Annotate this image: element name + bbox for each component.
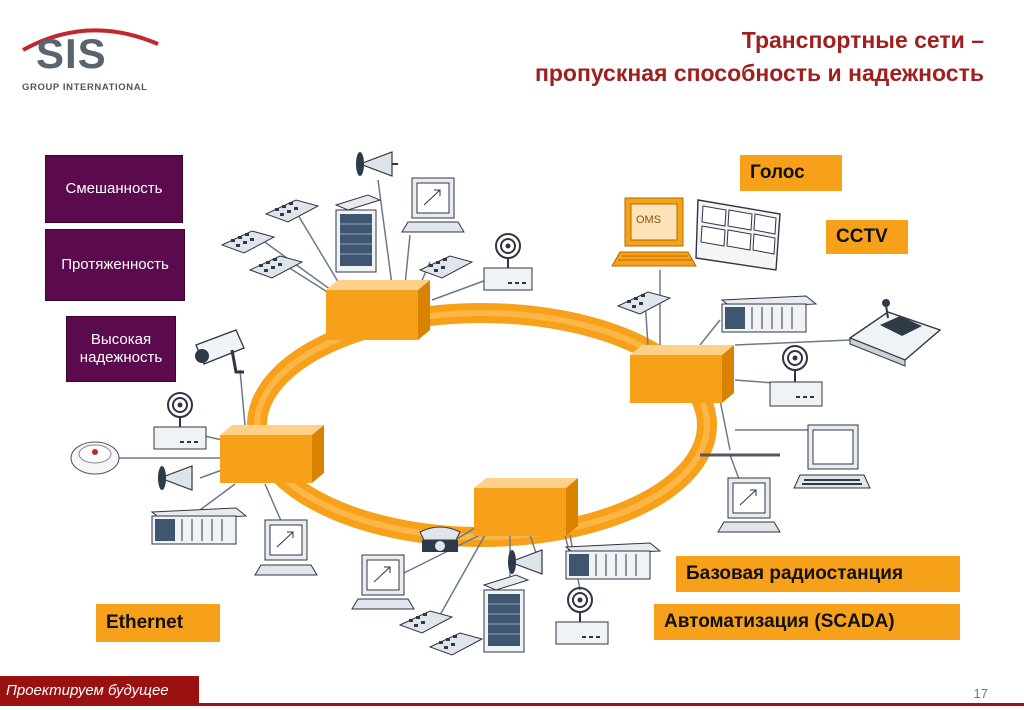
ring-node-left <box>220 425 324 483</box>
radio-station-icon <box>153 392 207 450</box>
label-cctv: CCTV <box>826 220 908 254</box>
label-scada: Автоматизация (SCADA) <box>654 604 960 640</box>
smoke-detector-icon <box>70 441 120 475</box>
server-tower-icon <box>334 194 382 273</box>
keypad-phone-icon <box>428 632 484 656</box>
cctv-camera-icon <box>195 329 245 374</box>
title-line-1: Транспортные сети – <box>741 27 984 53</box>
computer-terminal-icon <box>717 477 781 533</box>
logo-arc <box>22 28 159 52</box>
footer-tagline: Проектируем будущее <box>0 676 199 704</box>
page-number: 17 <box>973 686 988 701</box>
feature-box-mixed: Смешанность <box>45 155 183 223</box>
label-voice: Голос <box>740 155 842 191</box>
server-tower-icon <box>482 574 530 653</box>
ring-node-bottom <box>474 478 578 536</box>
radio-station-icon <box>555 587 609 645</box>
keypad-phone-icon <box>616 291 672 315</box>
logo-name: SIS <box>36 30 107 77</box>
rack-equipment-icon <box>150 507 248 545</box>
control-console-icon <box>848 299 942 367</box>
keypad-phone-icon <box>398 610 454 634</box>
rack-equipment-icon <box>720 295 818 333</box>
oms-computer-icon <box>611 197 697 267</box>
horn-speaker-icon <box>508 549 543 575</box>
radio-station-icon <box>483 233 533 291</box>
computer-terminal-icon <box>401 177 465 233</box>
title-line-2: пропускная способность и надежность <box>534 60 984 86</box>
keypad-phone-icon <box>248 255 304 279</box>
feature-box-extent: Протяженность <box>45 229 185 301</box>
horn-speaker-icon <box>158 465 193 491</box>
keypad-phone-icon <box>220 230 276 254</box>
footer-divider <box>0 703 1024 706</box>
keypad-phone-icon <box>264 199 320 223</box>
ring-node-top <box>326 280 430 340</box>
rotary-telephone-icon <box>419 526 461 552</box>
keypad-phone-icon <box>418 255 474 279</box>
logo-subtitle: GROUP INTERNATIONAL <box>22 82 148 93</box>
video-wall-icon <box>695 199 781 271</box>
computer-terminal-icon <box>254 519 318 576</box>
rack-equipment-icon <box>564 542 662 580</box>
label-base-station: Базовая радиостанция <box>676 556 960 592</box>
oms-label: OMS <box>636 214 662 226</box>
feature-box-reliability: Высокая надежность <box>66 316 176 382</box>
page-title: Транспортные сети – пропускная способнос… <box>535 24 984 90</box>
label-ethernet: Ethernet <box>96 604 220 642</box>
radio-station-icon <box>769 345 823 407</box>
horn-speaker-icon <box>356 151 398 177</box>
computer-terminal-icon <box>351 554 415 610</box>
computer-monitor-icon <box>793 424 871 489</box>
ring-node-right <box>630 345 734 403</box>
